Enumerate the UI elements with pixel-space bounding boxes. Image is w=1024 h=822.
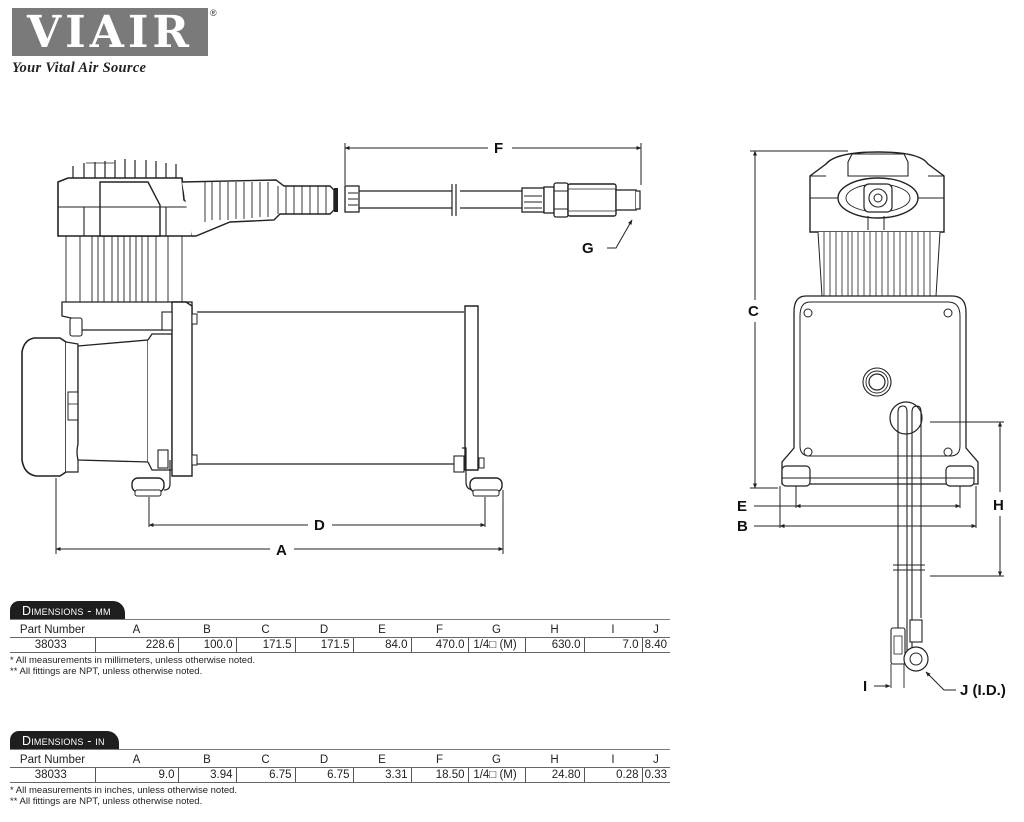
column-header: E xyxy=(353,622,411,638)
cell-d: 171.5 xyxy=(295,637,354,653)
cell-d: 6.75 xyxy=(295,767,354,783)
section-rule xyxy=(10,749,670,750)
table-header-row: Part Number A B C D E F G H I J xyxy=(10,622,670,638)
registered-mark: ® xyxy=(210,8,217,18)
column-header: G xyxy=(468,752,525,768)
cell-j: 8.40 xyxy=(642,637,670,653)
motor-body xyxy=(76,339,149,463)
column-header: E xyxy=(353,752,411,768)
column-header: B xyxy=(178,622,236,638)
cell-c: 171.5 xyxy=(236,637,296,653)
side-view-dimensions xyxy=(55,143,642,554)
cell-part-number: 38033 xyxy=(10,767,96,783)
compressor-front-view xyxy=(781,151,979,688)
dim-label-i: I xyxy=(863,678,867,695)
column-header: A xyxy=(95,622,178,638)
column-header: C xyxy=(236,752,295,768)
cell-b: 3.94 xyxy=(178,767,237,783)
cell-g: 1/4□ (M) xyxy=(468,767,526,783)
cell-i: 0.28 xyxy=(584,767,643,783)
column-header: D xyxy=(295,752,353,768)
cell-c: 6.75 xyxy=(236,767,296,783)
mounting-bracket-front xyxy=(171,301,193,477)
dimensions-mm-title: Dimensions - mm xyxy=(10,601,125,620)
dimensions-in-title: Dimensions - in xyxy=(10,731,119,750)
dim-label-j: J (I.D.) xyxy=(960,682,1006,699)
motor-end-cap xyxy=(21,337,67,477)
cell-e: 3.31 xyxy=(353,767,412,783)
compressor-side-view xyxy=(21,159,503,497)
footnote: ** All fittings are NPT, unless otherwis… xyxy=(10,666,203,677)
cell-b: 100.0 xyxy=(178,637,237,653)
column-header: Part Number xyxy=(10,622,95,638)
cylinder-fins xyxy=(65,236,183,302)
column-header: H xyxy=(525,752,584,768)
dim-label-h: H xyxy=(993,497,1004,514)
column-header: A xyxy=(95,752,178,768)
column-header: I xyxy=(584,622,642,638)
dimensions-in-table: Part Number A B C D E F G H I J 38033 9.… xyxy=(10,752,670,783)
cell-e: 84.0 xyxy=(353,637,412,653)
front-view-dimensions xyxy=(750,150,1004,691)
dim-label-e: E xyxy=(737,498,747,515)
motor-shell xyxy=(197,311,464,465)
column-header: B xyxy=(178,752,236,768)
dim-label-f: F xyxy=(494,140,503,157)
mounting-bracket-rear xyxy=(464,305,479,471)
cell-j: 0.33 xyxy=(642,767,670,783)
dim-label-c: C xyxy=(748,303,759,320)
footnote: * All measurements in millimeters, unles… xyxy=(10,655,255,666)
viair-logo: VIAIR ® Your Vital Air Source xyxy=(12,8,217,78)
column-header: J xyxy=(642,752,670,768)
table-row: 38033 228.6 100.0 171.5 171.5 84.0 470.0… xyxy=(10,637,670,653)
footnote: ** All fittings are NPT, unless otherwis… xyxy=(10,796,203,807)
logo-tagline: Your Vital Air Source xyxy=(12,60,147,76)
column-header: Part Number xyxy=(10,752,95,768)
table-row: 38033 9.0 3.94 6.75 6.75 3.31 18.50 1/4□… xyxy=(10,767,670,783)
column-header: J xyxy=(642,622,670,638)
column-header: H xyxy=(525,622,584,638)
cell-i: 7.0 xyxy=(584,637,643,653)
column-header: C xyxy=(236,622,295,638)
dim-label-g: G xyxy=(582,240,594,257)
logo-brand: VIAIR xyxy=(26,7,193,58)
cell-a: 9.0 xyxy=(95,767,179,783)
column-header: D xyxy=(295,622,353,638)
cell-a: 228.6 xyxy=(95,637,179,653)
dim-label-b: B xyxy=(737,518,748,535)
cell-h: 630.0 xyxy=(525,637,585,653)
column-header: G xyxy=(468,622,525,638)
cell-part-number: 38033 xyxy=(10,637,96,653)
leader-hose xyxy=(334,182,641,218)
column-header: F xyxy=(411,622,468,638)
cell-f: 470.0 xyxy=(411,637,469,653)
logo-box: VIAIR xyxy=(12,8,208,56)
footnote: * All measurements in inches, unless oth… xyxy=(10,785,238,796)
dimensions-mm-section: Dimensions - mm Part Number A B C D E F … xyxy=(10,601,670,677)
dimensions-in-section: Dimensions - in Part Number A B C D E F … xyxy=(10,731,670,807)
head-fins-top xyxy=(72,159,177,178)
cell-g: 1/4□ (M) xyxy=(468,637,526,653)
dim-label-d: D xyxy=(314,517,325,534)
column-header: F xyxy=(411,752,468,768)
section-rule xyxy=(10,619,670,620)
cell-f: 18.50 xyxy=(411,767,469,783)
cell-h: 24.80 xyxy=(525,767,585,783)
dimensions-mm-table: Part Number A B C D E F G H I J 38033 22… xyxy=(10,622,670,653)
table-header-row: Part Number A B C D E F G H I J xyxy=(10,752,670,768)
dim-label-a: A xyxy=(276,542,287,559)
column-header: I xyxy=(584,752,642,768)
